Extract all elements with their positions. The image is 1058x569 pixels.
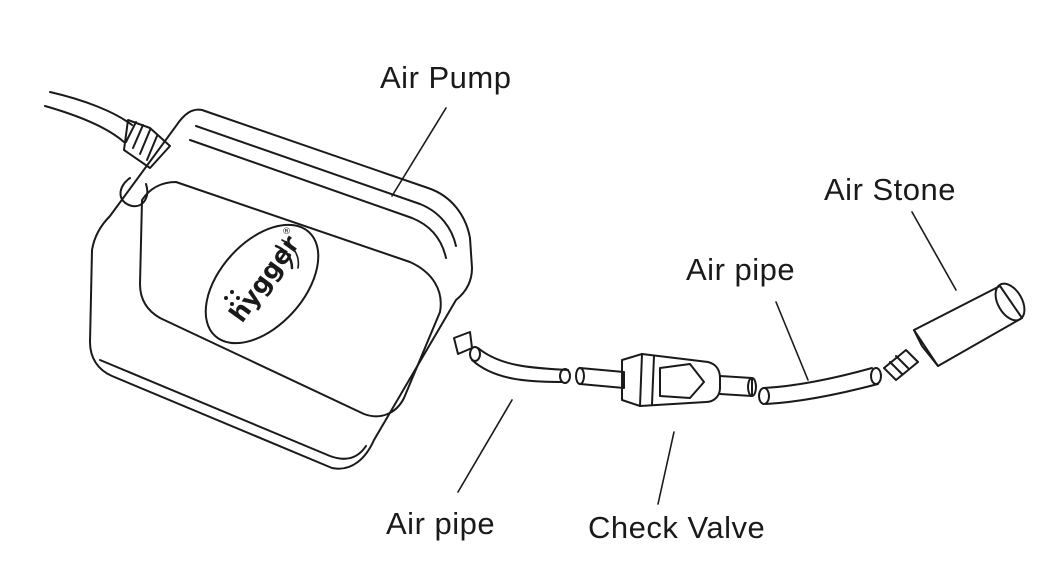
leader-air-pump — [391, 107, 447, 197]
air-pump — [89, 108, 473, 470]
label-air-pipe-lower: Air pipe — [386, 506, 496, 541]
air-pipe-left — [469, 346, 571, 384]
power-cord — [44, 91, 171, 169]
logo-dots — [224, 290, 240, 306]
leader-air-stone — [911, 211, 957, 291]
registered-mark: ® — [282, 227, 291, 237]
air-pipe-right — [758, 367, 882, 405]
label-air-pump: Air Pump — [380, 60, 512, 95]
leader-check-valve — [657, 431, 675, 505]
leader-air-pipe-lower — [457, 399, 513, 493]
label-air-stone: Air Stone — [824, 172, 957, 207]
hygger-logo — [204, 223, 320, 345]
label-air-pipe-upper: Air pipe — [686, 252, 796, 287]
air-stone — [883, 282, 1026, 381]
check-valve — [575, 353, 757, 407]
leader-air-pipe-upper — [775, 301, 809, 381]
label-check-valve: Check Valve — [588, 510, 766, 545]
leader-lines — [391, 107, 957, 505]
